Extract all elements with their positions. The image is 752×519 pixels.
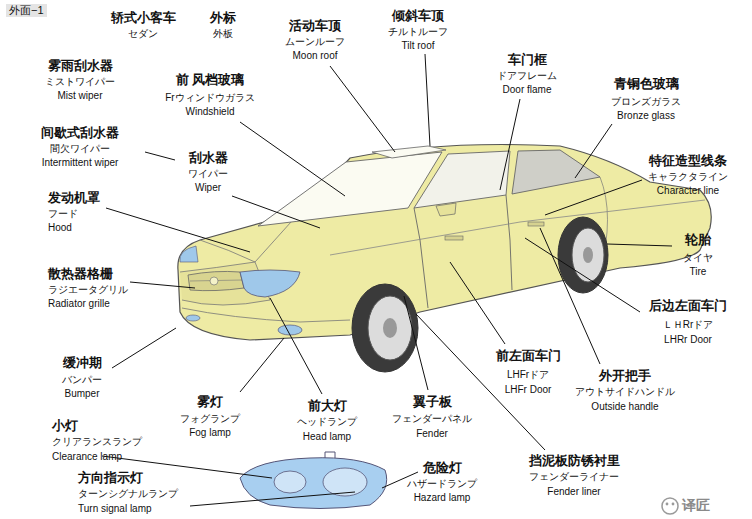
part-name-en: Moon roof: [292, 50, 337, 62]
part-name: 挡泥板防锈衬里: [529, 453, 620, 469]
page-label: 外面−1: [6, 4, 47, 17]
part-name: 特征造型线条: [649, 153, 727, 169]
part-name: 后边左面车门: [649, 298, 727, 314]
part-name-en: Outside handle: [591, 401, 658, 413]
part-name-ja: ドアフレーム: [497, 70, 557, 82]
part-name-ja: バンパー: [62, 374, 102, 386]
part-name: 缓冲期: [63, 355, 102, 371]
part-name-ja: チルトルーフ: [388, 26, 448, 38]
part-name: 外开把手: [599, 368, 651, 384]
part-name-en: Hazard lamp: [414, 492, 471, 504]
part-name: 发动机罩: [48, 190, 100, 206]
part-name: 轮胎: [685, 232, 711, 248]
part-name-ja: ムーンルーフ: [285, 36, 345, 48]
part-name-en: Fender liner: [547, 486, 600, 498]
part-name-ja: タイヤ: [683, 252, 713, 264]
part-name: 前大灯: [308, 398, 347, 414]
part-name: 前左面车门: [496, 348, 561, 364]
part-name-ja: アウトサイドハンドル: [575, 386, 675, 398]
part-name: 外标: [210, 10, 236, 26]
part-name-ja: 外板: [213, 28, 233, 40]
part-name-en: Fender: [416, 428, 448, 440]
part-name: 散热器格栅: [48, 266, 113, 282]
part-name-ja: セダン: [128, 28, 158, 40]
part-name: 倾斜车顶: [392, 8, 444, 24]
part-name-en: Head lamp: [303, 431, 351, 443]
part-name: 青铜色玻璃: [614, 76, 679, 92]
part-name-en: Radiator grille: [48, 298, 110, 310]
part-name-en: Door flame: [503, 84, 552, 96]
part-name-en: Character line: [657, 185, 719, 197]
part-name-ja: Frウィンドウガラス: [165, 92, 254, 104]
part-name-ja: ハザードランプ: [407, 478, 477, 490]
part-name-en: Wiper: [195, 182, 221, 194]
part-name-en: Bronze glass: [617, 110, 675, 122]
part-name-ja: ヘッドランプ: [297, 416, 357, 428]
part-name: 危险灯: [423, 460, 462, 476]
part-name: 活动车顶: [289, 18, 341, 34]
part-name: 方向指示灯: [78, 470, 143, 486]
part-name-ja: フォグランプ: [180, 413, 240, 425]
part-name-ja: ＬＨRrドア: [663, 319, 714, 331]
part-name: 车门框: [508, 52, 547, 68]
part-name-en: LHRr Door: [664, 334, 712, 346]
part-name-ja: ターンシグナルランプ: [78, 488, 178, 500]
part-name-ja: LHFrドア: [507, 369, 549, 381]
part-name-ja: ミストワイパー: [45, 76, 115, 88]
part-name-ja: フェンダーライナー: [529, 471, 619, 483]
part-name: 翼子板: [413, 394, 452, 410]
part-name: 轿式小客车: [111, 10, 176, 26]
part-name-ja: フード: [48, 208, 78, 220]
part-name: 间歇式刮水器: [41, 125, 119, 141]
part-name-en: Mist wiper: [57, 90, 102, 102]
part-name-en: Windshield: [186, 106, 235, 118]
watermark: 译匠: [682, 497, 710, 514]
part-name-en: Turn signal lamp: [78, 503, 152, 515]
part-name-en: Clearance lamp: [52, 451, 122, 463]
part-name-ja: ラジエータグリル: [48, 284, 128, 296]
part-name-ja: フェンダーパネル: [392, 413, 472, 425]
part-name: 前 风档玻璃: [176, 72, 245, 88]
part-name-en: Tire: [690, 266, 707, 278]
part-name-ja: 間欠ワイパー: [50, 143, 110, 155]
part-name-en: Tilt roof: [402, 40, 435, 52]
part-name: 小灯: [52, 418, 78, 434]
part-name-en: Hood: [48, 222, 72, 234]
part-name: 雾灯: [197, 394, 223, 410]
part-name-ja: キャラクタライン: [648, 171, 728, 183]
part-name-en: Fog lamp: [189, 427, 231, 439]
part-name-en: LHFr Door: [505, 384, 552, 396]
part-name-ja: クリアランスランプ: [52, 436, 142, 448]
part-name-ja: ワイパー: [188, 168, 228, 180]
part-name-en: Intermittent wiper: [42, 157, 119, 169]
part-name-ja: ブロンズガラス: [611, 96, 681, 108]
part-name: 雾雨刮水器: [48, 58, 113, 74]
part-name-en: Bumper: [64, 388, 99, 400]
part-name: 刮水器: [189, 150, 228, 166]
